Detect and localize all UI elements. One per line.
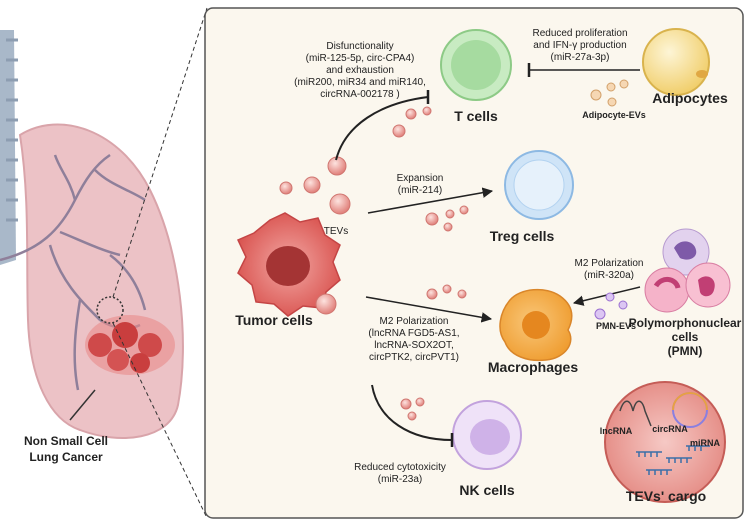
- mirna-label: miRNA: [690, 438, 721, 448]
- mac-tevs-4: circPTK2, circPVT1): [369, 352, 459, 363]
- pmn-evs-label: PMN-EVs: [596, 321, 636, 331]
- macrophage-icon: [499, 288, 573, 362]
- tumor-cells-label: Tumor cells: [235, 312, 313, 328]
- tumor-to-treg-arrow: [367, 187, 494, 214]
- adi-effect-1: Reduced proliferation: [532, 28, 627, 39]
- macrophages-label: Macrophages: [488, 359, 578, 375]
- nk-cells-label: NK cells: [459, 482, 514, 498]
- mac-tevs-2: (lncRNA FGD5-AS1,: [368, 328, 459, 339]
- treg-cells-label: Treg cells: [490, 228, 555, 244]
- lung-illustration: [0, 7, 208, 519]
- t-dys-text-4: (miR200, miR34 and miR140,: [294, 77, 426, 88]
- nk-effect-2: (miR-23a): [378, 474, 422, 485]
- nk-vesicles: [400, 397, 425, 421]
- tumor-cell-icon: [236, 212, 341, 317]
- disease-label-line2: Lung Cancer: [29, 450, 103, 464]
- mac-pmn-1: M2 Polarization: [575, 258, 644, 269]
- pmn-label-1: Polymorphonuclear: [629, 316, 742, 330]
- adipocytes-label: Adipocytes: [652, 90, 728, 106]
- mac-pmn-2: (miR-320a): [584, 270, 634, 281]
- mac-tevs-1: M2 Polarization: [380, 316, 449, 327]
- treg-cell-icon: [504, 150, 574, 220]
- adipocyte-evs-label: Adipocyte-EVs: [582, 110, 646, 120]
- adipocyte-ev-vesicles: [590, 79, 629, 107]
- lncrna-label: lncRNA: [600, 426, 633, 436]
- treg-effect-2: (miR-214): [398, 185, 442, 196]
- tevs-cargo-icon: [604, 381, 726, 503]
- t-cell-icon: [440, 29, 512, 101]
- t-dys-text-3: and exhaustion: [326, 65, 394, 76]
- mirna-icon: [636, 445, 710, 475]
- t-dys-text-1: Disfunctionality: [326, 41, 393, 52]
- t-dys-text-5: circRNA-002178 ): [320, 89, 399, 100]
- tevs-label: TEVs: [324, 226, 348, 237]
- adi-effect-3: (miR-27a-3p): [551, 52, 610, 63]
- mac-tevs-3: lncRNA-SOX2OT,: [374, 340, 453, 351]
- lung-lobe: [18, 123, 184, 439]
- nk-effect-1: Reduced cytotoxicity: [354, 462, 446, 473]
- t-cells-label: T cells: [454, 108, 498, 124]
- t-dys-text-2: (miR-125-5p, circ-CPA4): [306, 53, 415, 64]
- lncrna-icon: [619, 400, 652, 427]
- bronchi-icon: [0, 153, 147, 391]
- disease-label-line1: Non Small Cell: [24, 434, 108, 448]
- tumor-to-nk-inhibition: [371, 384, 453, 441]
- tumor-to-macrophage-arrow: [365, 296, 493, 323]
- adi-effect-2: and IFN-γ production: [533, 40, 626, 51]
- pmn-ev-vesicles: [594, 292, 628, 320]
- zoom-circle: [96, 296, 124, 324]
- zoom-panel: [204, 7, 744, 519]
- nk-cell-icon: [452, 400, 522, 470]
- macrophage-vesicles: [426, 284, 467, 300]
- tumor-mass: [85, 315, 175, 375]
- circrna-label: circRNA: [652, 424, 688, 434]
- treg-effect-1: Expansion: [397, 173, 444, 184]
- pmn-cell-icon: [644, 228, 731, 313]
- pmn-label-3: (PMN): [668, 344, 703, 358]
- tumor-to-tcell-inhibition: [335, 96, 429, 161]
- zoom-line-bottom: [112, 322, 208, 519]
- t-vesicles: [392, 106, 432, 138]
- treg-vesicles: [425, 205, 469, 232]
- cargo-title: TEVs' cargo: [626, 488, 706, 504]
- zoom-line-top: [112, 7, 208, 298]
- trachea-icon: [0, 30, 16, 265]
- pointer-line: [69, 389, 96, 421]
- adipocyte-icon: [642, 28, 710, 96]
- pmn-label-2: cells: [672, 330, 699, 344]
